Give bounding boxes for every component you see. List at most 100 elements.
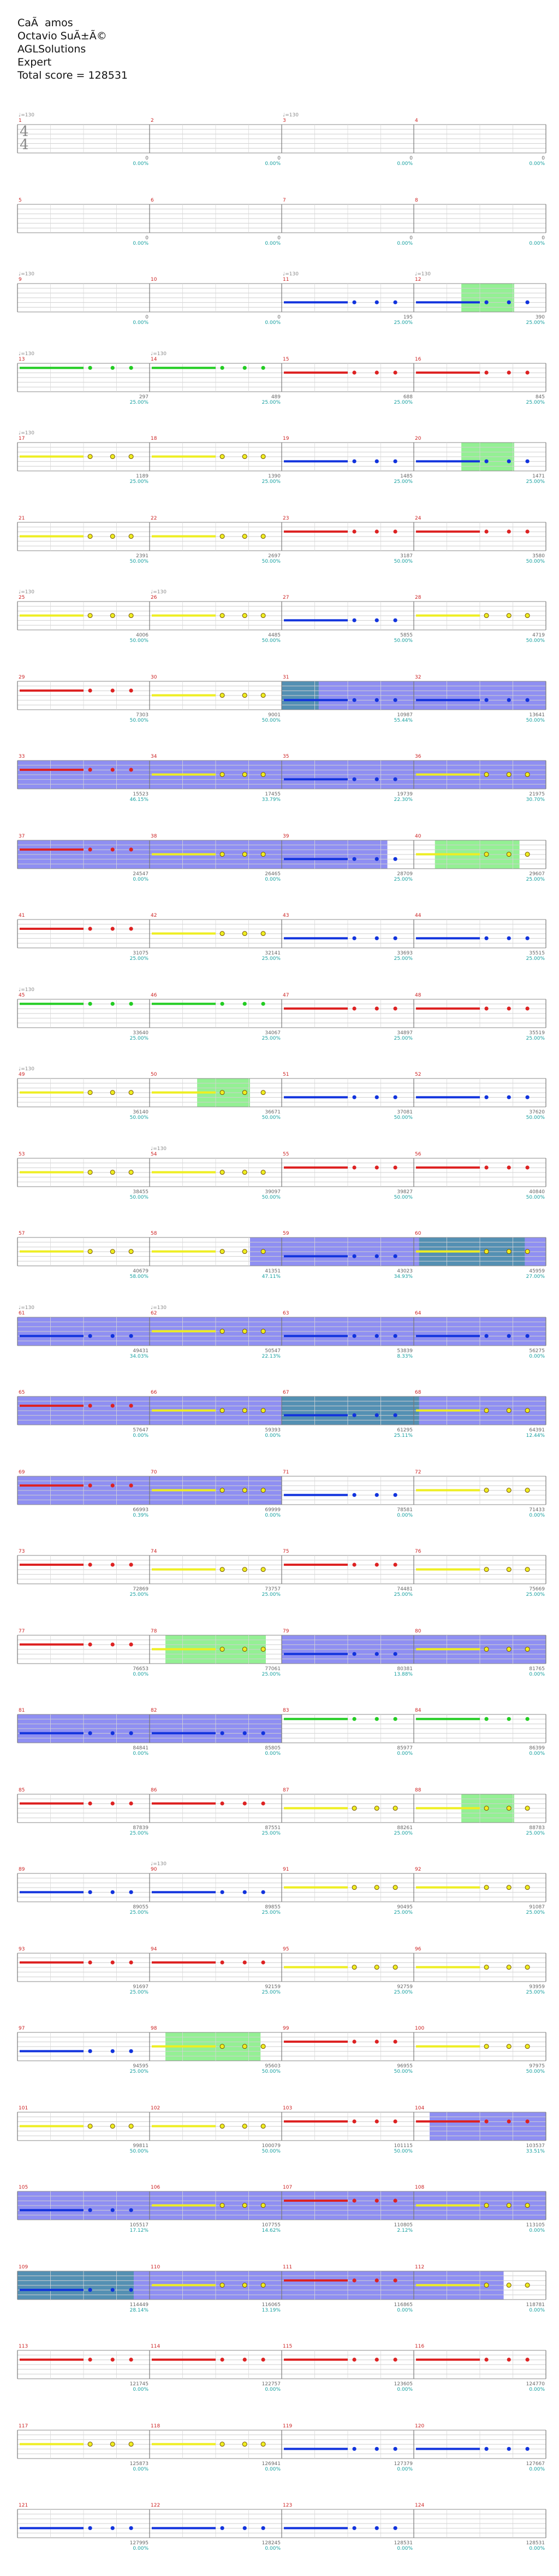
cumulative-score: 118781	[526, 2302, 545, 2308]
star-power-percent: 0.00%	[529, 1353, 545, 1359]
star-power-percent: 34.03%	[129, 1353, 148, 1359]
note-yellow	[484, 2282, 489, 2288]
cumulative-score: 86399	[529, 1746, 545, 1751]
star-power-percent: 55.44%	[394, 717, 413, 723]
note-blue	[129, 2288, 133, 2292]
note-blue	[88, 1890, 92, 1894]
measure-number: 99	[283, 2026, 289, 2031]
highway-staff	[17, 1237, 546, 1266]
note-yellow	[374, 1885, 379, 1890]
measure-number: 58	[151, 1231, 157, 1236]
star-power-percent: 0.00%	[265, 1751, 281, 1756]
highway-staff	[17, 442, 546, 471]
cumulative-score: 50547	[265, 1348, 281, 1354]
cumulative-score: 40679	[133, 1269, 148, 1274]
note-red	[110, 1642, 115, 1647]
note-blue	[484, 698, 489, 702]
note-yellow	[393, 1805, 398, 1811]
note-yellow	[242, 613, 247, 618]
note-yellow	[525, 1249, 530, 1254]
note-blue	[393, 300, 397, 304]
note-blue	[484, 936, 489, 940]
cumulative-score: 195	[403, 315, 413, 320]
star-power-percent: 2.12%	[397, 2228, 413, 2233]
note-yellow	[242, 1408, 247, 1413]
cumulative-score: 32141	[265, 951, 281, 956]
star-power-percent: 25.00%	[526, 479, 545, 485]
star-power-percent: 50.00%	[526, 638, 545, 644]
highway-staff	[17, 1873, 546, 1902]
note-blue	[525, 300, 530, 304]
cumulative-score: 13641	[529, 712, 545, 718]
note-red	[507, 2119, 511, 2124]
note-yellow	[525, 1487, 530, 1493]
star-power-percent: 58.00%	[129, 1274, 148, 1280]
measure-number: 69	[19, 1469, 25, 1475]
star-power-percent: 25.00%	[129, 399, 148, 405]
note-yellow	[506, 2044, 512, 2049]
cumulative-score: 21975	[529, 792, 545, 797]
cumulative-score: 81765	[529, 1666, 545, 1672]
highway-staff	[17, 1158, 546, 1187]
cumulative-score: 39097	[265, 1189, 281, 1195]
note-yellow	[242, 1487, 247, 1493]
measure-number: 97	[19, 2026, 25, 2031]
star-power-percent: 50.00%	[129, 638, 148, 644]
note-blue	[110, 2049, 115, 2053]
note-blue	[374, 1254, 379, 1258]
cumulative-score: 125873	[129, 2461, 148, 2467]
star-power-percent: 0.00%	[133, 2387, 148, 2392]
note-yellow	[484, 2203, 489, 2208]
note-yellow	[484, 2044, 489, 2049]
measure-number: 44	[415, 913, 421, 918]
cumulative-score: 40840	[529, 1189, 545, 1195]
note-yellow	[352, 1885, 357, 1890]
cumulative-score: 4006	[136, 633, 148, 638]
cumulative-score: 128531	[526, 2540, 545, 2546]
note-blue	[374, 777, 379, 781]
note-blue	[110, 2526, 115, 2530]
cumulative-score: 100079	[261, 2143, 281, 2149]
note-red	[352, 2039, 356, 2044]
star-power-percent: 50.00%	[261, 2069, 281, 2074]
note-yellow	[374, 1964, 379, 1970]
star-power-percent: 0.00%	[133, 876, 148, 882]
measure-number: 5	[19, 197, 22, 203]
note-blue	[393, 2447, 397, 2451]
cumulative-score: 49431	[133, 1348, 148, 1354]
star-power-percent: 30.70%	[526, 797, 545, 803]
note-blue	[484, 1095, 489, 1099]
song-title: CaÃ amos	[17, 17, 73, 29]
cumulative-score: 0	[277, 156, 281, 161]
measure-number: 91	[283, 1867, 289, 1872]
cumulative-score: 31075	[133, 951, 148, 956]
note-yellow	[87, 2123, 93, 2129]
cumulative-score: 29607	[529, 871, 545, 877]
note-yellow	[525, 772, 530, 777]
note-yellow	[374, 1805, 379, 1811]
note-yellow	[525, 2203, 530, 2208]
note-red	[374, 2357, 379, 2362]
measure-number: 47	[283, 992, 289, 998]
cumulative-score: 33640	[133, 1030, 148, 1036]
note-red	[129, 1642, 133, 1647]
note-red	[129, 768, 133, 772]
note-yellow	[484, 772, 489, 777]
note-blue	[507, 698, 511, 702]
tempo-marker: ♩=130	[283, 113, 299, 118]
cumulative-score: 123605	[394, 2382, 413, 2387]
cumulative-score: 101115	[394, 2143, 413, 2149]
star-power-percent: 25.00%	[129, 1989, 148, 1995]
note-red	[88, 1483, 92, 1488]
star-power-percent: 25.00%	[394, 956, 413, 962]
measure-number: 56	[415, 1151, 421, 1157]
star-power-percent: 25.00%	[394, 1830, 413, 1836]
note-yellow	[393, 1885, 398, 1890]
note-yellow	[352, 1805, 357, 1811]
note-red	[393, 2278, 397, 2283]
note-red	[88, 1404, 92, 1408]
star-power-percent: 50.00%	[526, 558, 545, 564]
measure-number: 21	[19, 515, 25, 521]
note-blue	[374, 857, 379, 861]
